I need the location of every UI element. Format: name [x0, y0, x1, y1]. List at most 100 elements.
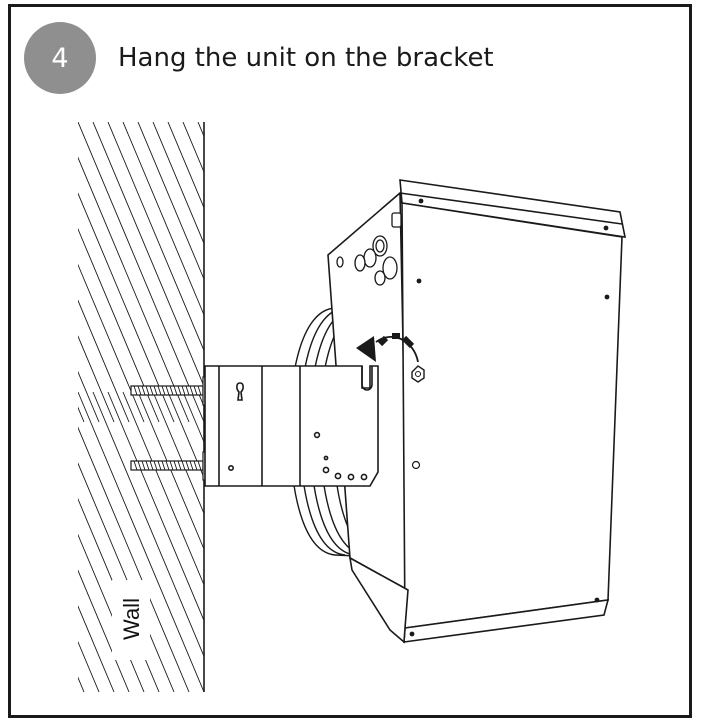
- hatch-line: [78, 676, 85, 692]
- thread-line: [189, 460, 194, 471]
- cable-glands: [336, 212, 402, 286]
- thread-line: [153, 460, 158, 471]
- hatch-line: [618, 122, 704, 422]
- housing-screws: [409, 198, 610, 637]
- hatch-line: [633, 122, 704, 422]
- thread-line: [157, 385, 162, 396]
- wall-label-background: [112, 580, 150, 660]
- thread-line: [149, 385, 154, 396]
- housing-lower-edge: [348, 556, 409, 644]
- thread-line: [137, 460, 142, 471]
- hatch-line: [0, 392, 69, 692]
- hatch-line: [78, 370, 100, 423]
- thread-line: [141, 460, 146, 471]
- hatch-line: [78, 335, 115, 423]
- thread-line: [197, 460, 202, 471]
- thread-line: [185, 385, 190, 396]
- hatch-line: [0, 122, 39, 422]
- hatch-line: [663, 122, 704, 422]
- thread-line: [137, 385, 142, 396]
- bracket-keyhole-slot: [236, 382, 244, 401]
- hatch-line: [92, 122, 204, 388]
- hatch-line: [107, 122, 204, 352]
- thread-line: [185, 460, 190, 471]
- hatch-line: [78, 192, 175, 423]
- hatch-line: [618, 392, 704, 692]
- hatch-line: [78, 227, 160, 423]
- hatch-line: [78, 263, 145, 423]
- hatch-line: [78, 406, 85, 423]
- hatch-line: [693, 122, 704, 422]
- bolt-thread-top: [133, 385, 202, 396]
- bolt-thread-bottom: [133, 460, 202, 471]
- hatch-line: [678, 392, 704, 692]
- hatch-line: [137, 391, 204, 551]
- thread-line: [145, 385, 150, 396]
- thread-line: [169, 460, 174, 471]
- hatch-line: [0, 392, 39, 692]
- hatch-line: [78, 605, 115, 692]
- hatch-line: [167, 391, 204, 479]
- thread-line: [173, 460, 178, 471]
- wall: Wall: [0, 122, 704, 692]
- thread-line: [133, 460, 138, 471]
- thread-line: [141, 385, 146, 396]
- hatch-line: [0, 392, 24, 692]
- thread-line: [133, 385, 138, 396]
- thread-line: [165, 385, 170, 396]
- hatch-line: [678, 122, 704, 422]
- thread-line: [181, 460, 186, 471]
- thread-line: [157, 460, 162, 471]
- step-number-badge: 4: [24, 22, 96, 94]
- step-header: 4 Hang the unit on the bracket: [24, 22, 494, 94]
- thread-line: [197, 385, 202, 396]
- thread-line: [177, 385, 182, 396]
- hatch-line: [152, 391, 204, 515]
- hatch-line: [693, 392, 704, 692]
- hatch-line: [0, 392, 9, 692]
- hang-direction-arrow-icon: [356, 333, 425, 383]
- hatch-line: [0, 122, 54, 422]
- thread-line: [165, 460, 170, 471]
- thread-line: [169, 385, 174, 396]
- thread-line: [161, 385, 166, 396]
- hatch-line: [78, 156, 190, 423]
- thread-line: [177, 460, 182, 471]
- hatch-line: [152, 122, 204, 245]
- wall-hatching: [0, 122, 704, 692]
- hatch-line: [122, 122, 204, 317]
- hatch-line: [78, 462, 175, 692]
- hatch-line: [107, 391, 204, 622]
- thread-line: [149, 460, 154, 471]
- hatch-line: [0, 122, 9, 422]
- hatch-line: [78, 391, 204, 692]
- hatch-line: [122, 391, 204, 587]
- hatch-line: [0, 122, 69, 422]
- hatch-line: [663, 392, 704, 692]
- hatch-line: [648, 122, 704, 422]
- wall-bracket: [204, 365, 379, 487]
- hatch-line: [0, 392, 54, 692]
- hatch-line: [167, 122, 204, 209]
- hatch-line: [603, 392, 704, 692]
- housing-hole: [411, 460, 421, 470]
- thread-line: [145, 460, 150, 471]
- hatch-line: [633, 392, 704, 692]
- hatch-line: [648, 392, 704, 692]
- thread-line: [189, 385, 194, 396]
- hatch-line: [78, 640, 100, 692]
- thread-line: [181, 385, 186, 396]
- thread-line: [161, 460, 166, 471]
- thread-line: [153, 385, 158, 396]
- thread-line: [173, 385, 178, 396]
- thread-line: [193, 460, 198, 471]
- hatch-line: [78, 426, 190, 692]
- hatch-line: [137, 122, 204, 281]
- hatch-line: [0, 122, 24, 422]
- hatch-line: [78, 569, 130, 692]
- hatch-line: [78, 299, 130, 423]
- hatch-line: [78, 122, 204, 423]
- thread-line: [193, 385, 198, 396]
- wall-label: Wall: [119, 598, 144, 640]
